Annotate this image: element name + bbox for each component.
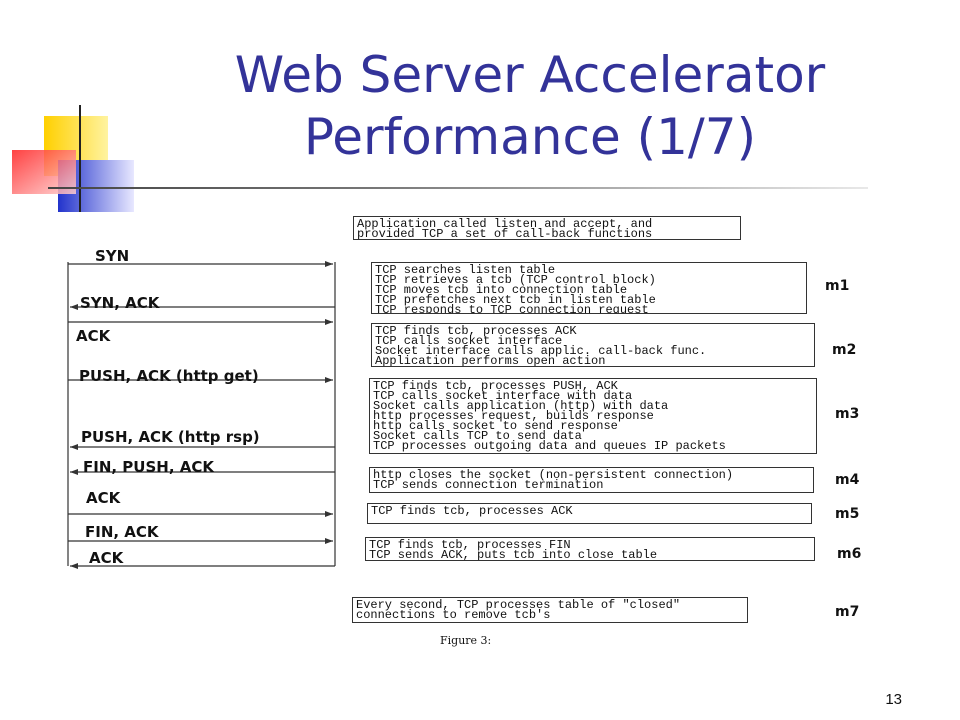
stage-label-m1: m1: [825, 278, 850, 294]
arrowhead-left: [70, 469, 78, 475]
message-label-push-get: PUSH, ACK (http get): [79, 367, 259, 385]
description-box-m2: TCP finds tcb, processes ACK TCP calls s…: [371, 323, 815, 367]
description-box-m1: TCP searches listen table TCP retrieves …: [371, 262, 807, 314]
arrowhead-left: [70, 563, 78, 569]
arrowhead-left: [70, 444, 78, 450]
title-rule: [48, 187, 868, 189]
description-box-m6: TCP finds tcb, processes FIN TCP sends A…: [365, 537, 815, 561]
message-label-push-rsp: PUSH, ACK (http rsp): [81, 428, 260, 446]
figure-caption: Figure 3:: [440, 634, 492, 647]
message-label-syn: SYN: [95, 247, 130, 265]
arrowhead-right: [325, 538, 333, 544]
stage-label-m3: m3: [835, 406, 860, 422]
description-box-m3: TCP finds tcb, processes PUSH, ACK TCP c…: [369, 378, 817, 454]
stage-label-m4: m4: [835, 472, 860, 488]
arrowhead-right: [325, 319, 333, 325]
stage-label-m6: m6: [837, 546, 862, 562]
message-label-fin-push: FIN, PUSH, ACK: [83, 458, 214, 476]
description-box-m4: http closes the socket (non-persistent c…: [369, 467, 814, 493]
page-number: 13: [885, 691, 902, 708]
arrowhead-right: [325, 377, 333, 383]
message-label-syn-ack: SYN, ACK: [80, 294, 160, 312]
message-label-ack-2: ACK: [86, 489, 121, 507]
slide-title: Web Server Accelerator Performance (1/7): [150, 44, 910, 168]
stage-label-m7: m7: [835, 604, 860, 620]
message-label-fin-ack: FIN, ACK: [85, 523, 159, 541]
message-label-ack: ACK: [76, 327, 111, 345]
description-box-setup: Application called listen and accept, an…: [353, 216, 741, 240]
arrowhead-right: [325, 261, 333, 267]
title-line-2: Performance (1/7): [303, 108, 757, 166]
stage-label-m2: m2: [832, 342, 857, 358]
message-label-ack-3: ACK: [89, 549, 124, 567]
arrowhead-right: [325, 511, 333, 517]
stage-label-m5: m5: [835, 506, 860, 522]
description-box-m7: Every second, TCP processes table of "cl…: [352, 597, 748, 623]
description-box-m5: TCP finds tcb, processes ACK: [367, 503, 812, 524]
arrowhead-left: [70, 304, 78, 310]
red-square: [12, 150, 76, 194]
title-line-1: Web Server Accelerator: [234, 46, 826, 104]
